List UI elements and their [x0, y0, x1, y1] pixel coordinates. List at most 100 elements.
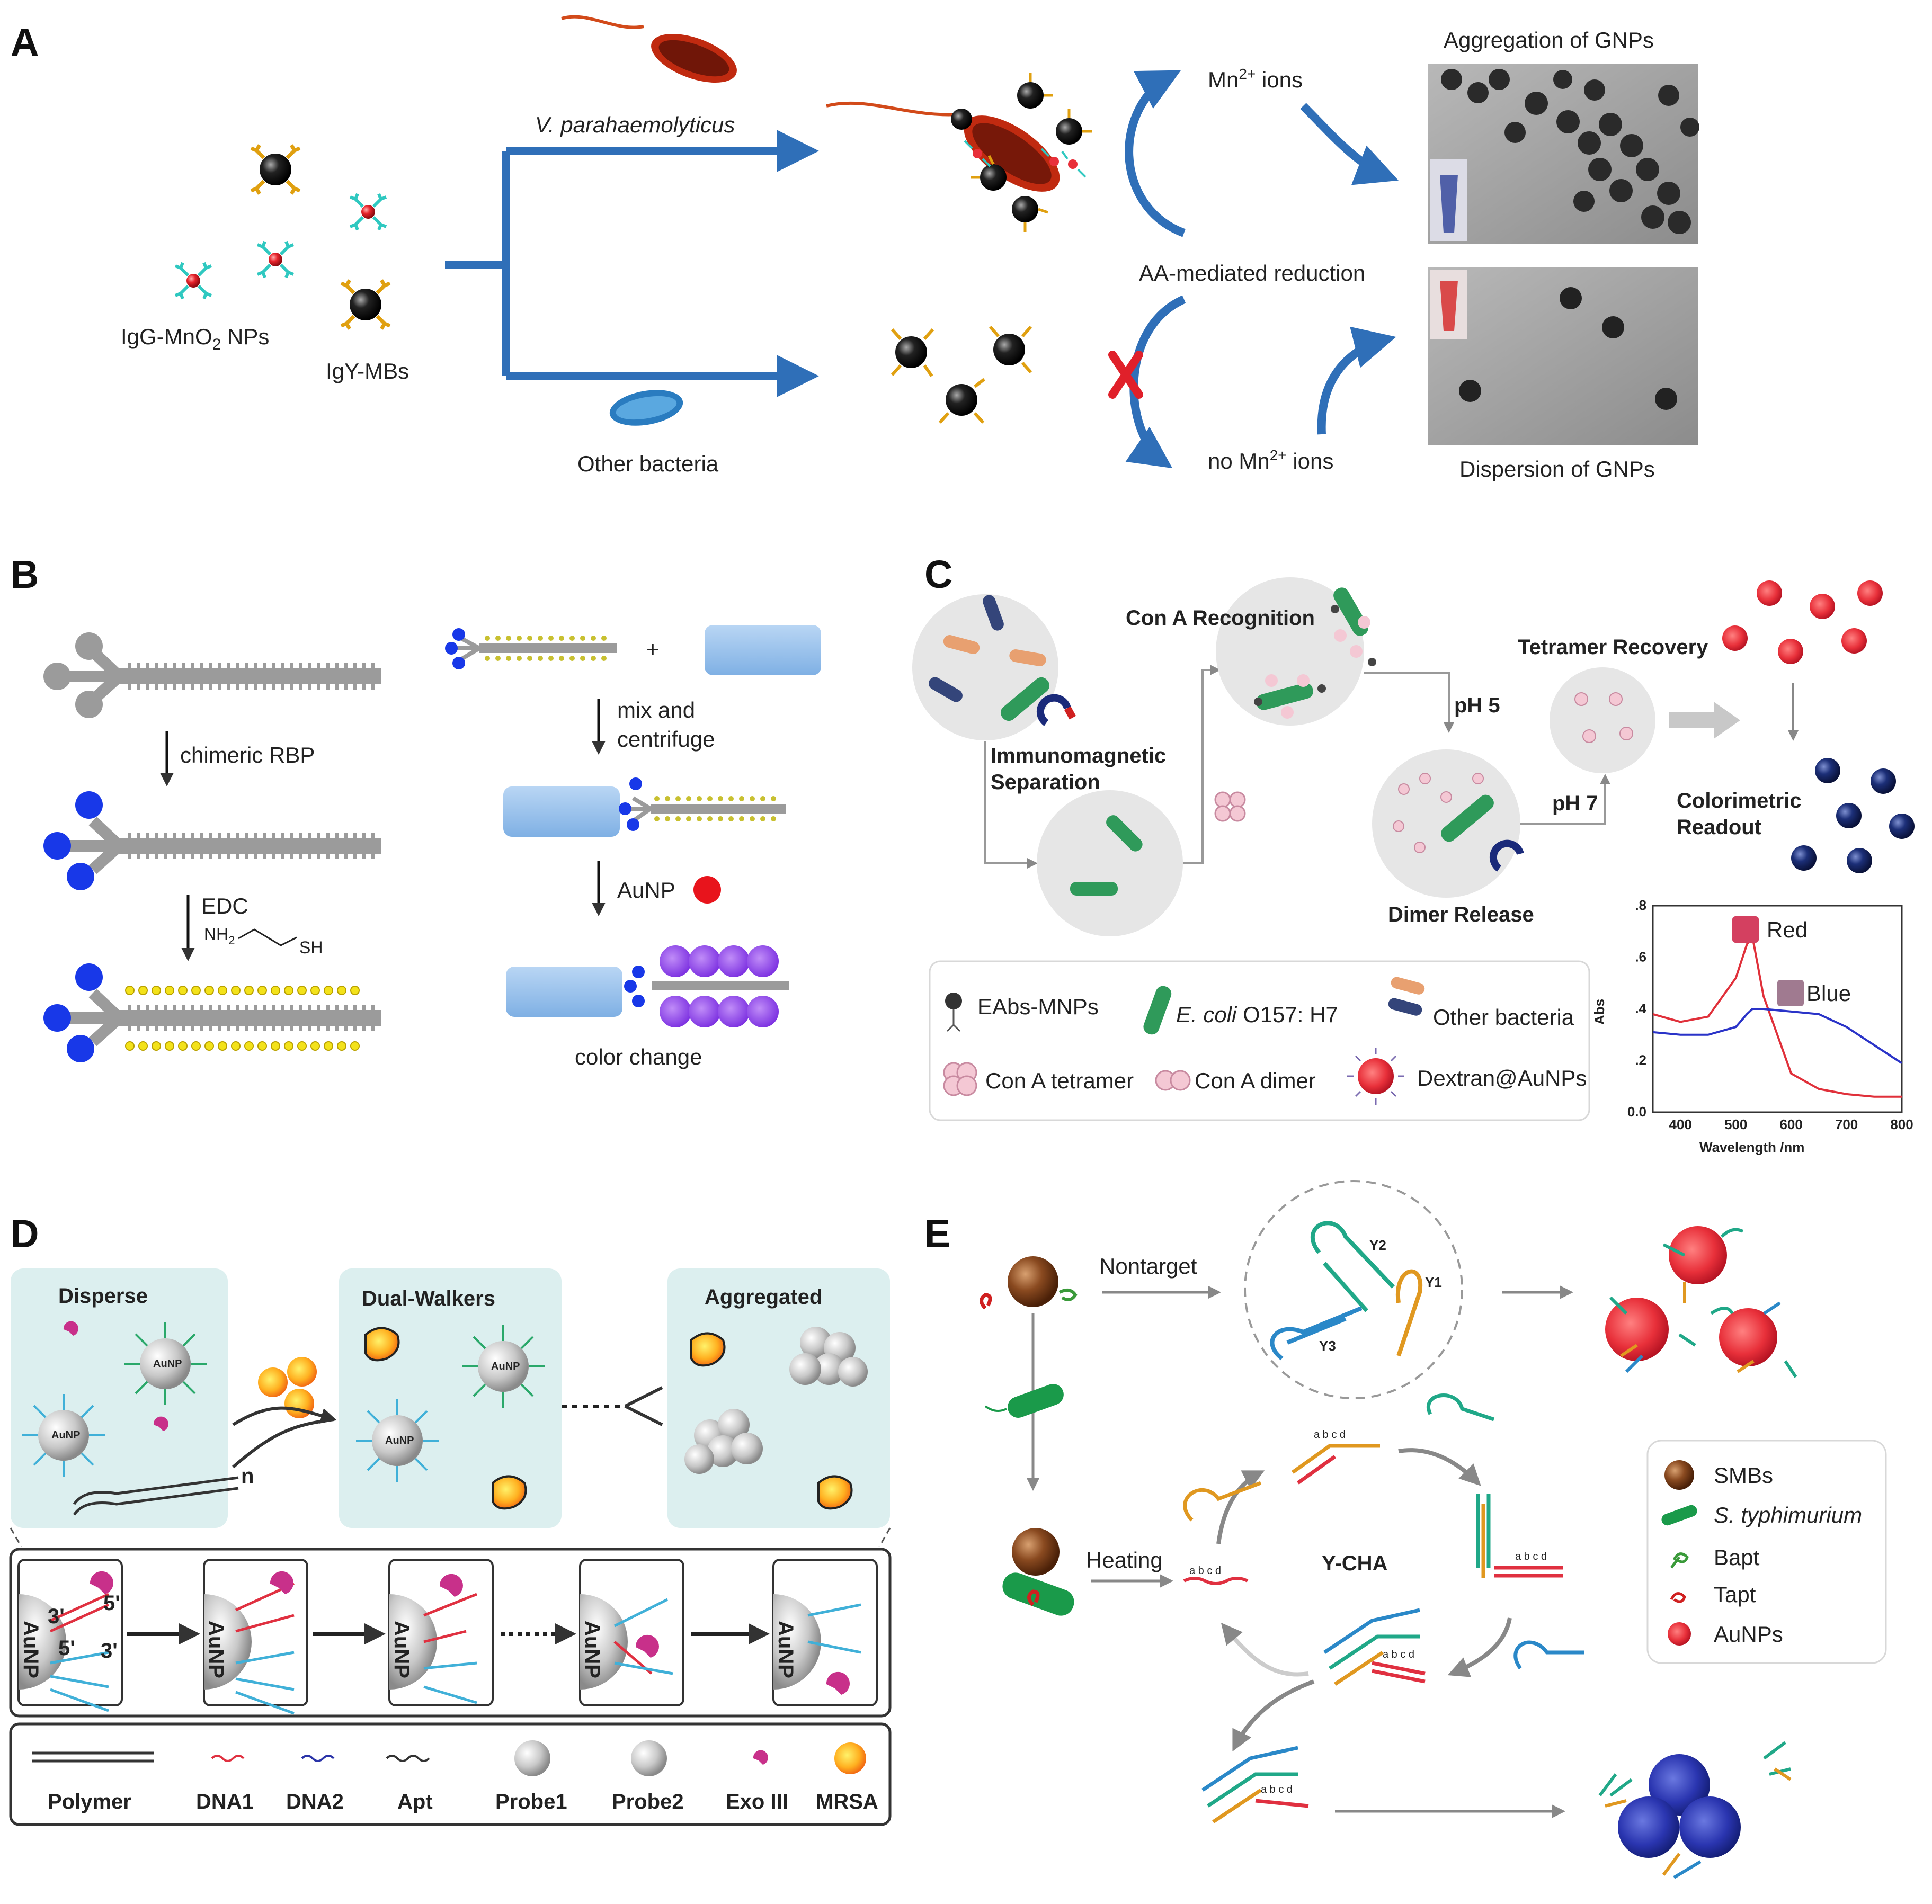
legend-probe2: Probe2	[612, 1790, 684, 1813]
circle-dimer	[1372, 749, 1524, 898]
eabs-icon	[945, 993, 962, 1009]
probe1-label: AuNP	[51, 1429, 80, 1441]
probe-dual-2: AuNP	[462, 1325, 545, 1408]
d-legend-box	[9, 1722, 892, 1826]
no-mn-ions-label: no Mn2+ ions	[1208, 447, 1333, 473]
bacterium-block	[705, 625, 821, 675]
aunps-icon	[1668, 1622, 1691, 1646]
aunp-dot	[693, 876, 721, 904]
disperse-box	[11, 1268, 228, 1528]
dextran-aunp-icon	[1347, 1048, 1404, 1105]
p3b-label: 3'	[101, 1639, 118, 1662]
heating-label: Heating	[1086, 1548, 1163, 1572]
rbp-label: chimeric RBP	[180, 743, 315, 767]
exoiii-icons	[63, 1321, 168, 1431]
series-line-red	[1652, 934, 1902, 1098]
x-tick-label: 700	[1835, 1116, 1858, 1132]
aunp-hairpin-decor	[1609, 1228, 1797, 1378]
smb-with-aptamer	[980, 1256, 1078, 1310]
red-aunps	[1722, 580, 1883, 664]
blue-label: Blue	[1806, 981, 1851, 1006]
probe2-disperse: AuNP	[124, 1322, 207, 1405]
x-tick-label: 500	[1724, 1116, 1747, 1132]
legend-probe1: Probe1	[495, 1790, 567, 1813]
y-tick-label: .2	[1635, 1052, 1646, 1068]
captured-complex	[826, 73, 1092, 232]
red-swatch	[1732, 916, 1759, 943]
y-tick-label: 0.0	[1627, 1104, 1646, 1120]
abcd-2: a b c d	[1515, 1551, 1547, 1562]
p5b-label: 5'	[58, 1637, 75, 1660]
x-axis-label: Wavelength /nm	[1699, 1139, 1804, 1155]
colorimetric-label-2: Readout	[1677, 816, 1761, 839]
igy-label: IgY-MBs	[326, 359, 409, 383]
tapt-icon	[1670, 1592, 1686, 1603]
legend-bapt: Bapt	[1714, 1545, 1760, 1570]
vibrio-cell	[561, 15, 737, 83]
linker-chain	[238, 928, 297, 946]
aggregated-clusters	[684, 1327, 868, 1474]
aggregated-title: Aggregated	[705, 1285, 822, 1309]
other-bacteria-label: Other bacteria	[577, 451, 719, 476]
salmonella-cell	[984, 1384, 1064, 1418]
circle-conA	[1216, 577, 1376, 726]
dimer-icon	[1155, 1070, 1191, 1091]
step2-aunp: AuNP	[204, 1621, 228, 1678]
walker-strands	[49, 1582, 861, 1715]
step4-aunp: AuNP	[581, 1621, 604, 1678]
legend-dna2: DNA2	[286, 1790, 344, 1813]
series-layer	[1652, 934, 1903, 1098]
step5-aunp: AuNP	[774, 1621, 797, 1678]
y-tick-label: .8	[1635, 897, 1646, 913]
panel-b-letter: B	[11, 552, 39, 596]
pathogen-label: V. parahaemolyticus	[535, 112, 735, 137]
tem-dispersion-image	[1428, 267, 1698, 445]
ph5-label: pH 5	[1454, 694, 1500, 717]
cycle-arrows	[1216, 1448, 1512, 1752]
cross-icon	[1108, 351, 1143, 399]
panel-d-letter: D	[11, 1212, 39, 1256]
circle-sample	[912, 594, 1076, 740]
x-tick-label: 800	[1890, 1116, 1913, 1132]
red-label: Red	[1767, 917, 1808, 942]
zoom-lines	[10, 1527, 891, 1547]
legend-exoiii: Exo III	[726, 1790, 788, 1813]
tapt-strand	[1183, 1577, 1249, 1585]
dispersed-aunps-e	[1605, 1226, 1777, 1366]
panel-a-letter: A	[11, 20, 39, 64]
colorimetric-label-1: Colorimetric	[1677, 789, 1802, 812]
probe-dual-2-label: AuNP	[491, 1361, 520, 1372]
igg-label: IgG-MnO2 NPs	[121, 324, 269, 353]
ims-label-2: Separation	[991, 771, 1100, 794]
conA-label: Con A Recognition	[1126, 606, 1315, 630]
series-line-blue	[1652, 1008, 1903, 1065]
y-tick-label: .4	[1635, 1000, 1646, 1016]
legend-aunps: AuNPs	[1714, 1622, 1783, 1647]
tapt-abcd: a b c d	[1189, 1565, 1221, 1577]
small-phage	[445, 628, 617, 669]
y1-label: Y1	[1425, 1274, 1442, 1290]
igy-mb-bead	[250, 144, 391, 330]
abcd-3: a b c d	[1383, 1649, 1414, 1660]
x-tick-label: 400	[1669, 1116, 1692, 1132]
circle-captured	[1037, 790, 1183, 936]
ims-label-1: Immunomagnetic	[991, 744, 1166, 767]
tetramer-icon	[943, 1062, 977, 1096]
probe1-disperse: AuNP	[22, 1394, 105, 1477]
x-tick-label: 600	[1779, 1116, 1802, 1132]
igg-mno2-np	[174, 193, 387, 300]
edc-label: EDC	[201, 893, 248, 918]
other-bacteria-icon-1	[1391, 977, 1425, 995]
aggregated-aunps-e	[1618, 1754, 1741, 1858]
phage-tail-plain	[43, 632, 381, 718]
circle-tetramer-recovery	[1550, 667, 1655, 773]
d-legend-icons	[32, 1740, 866, 1776]
ecoli-icon	[1143, 986, 1172, 1035]
y3-label: Y3	[1319, 1338, 1336, 1354]
aa-reduction-label: AA-mediated reduction	[1139, 261, 1365, 285]
sh-label: SH	[299, 938, 323, 957]
legend-eabs: EAbs-MNPs	[977, 994, 1099, 1019]
phage-tail-rbp	[43, 791, 381, 890]
panel-c-letter: C	[924, 552, 952, 596]
